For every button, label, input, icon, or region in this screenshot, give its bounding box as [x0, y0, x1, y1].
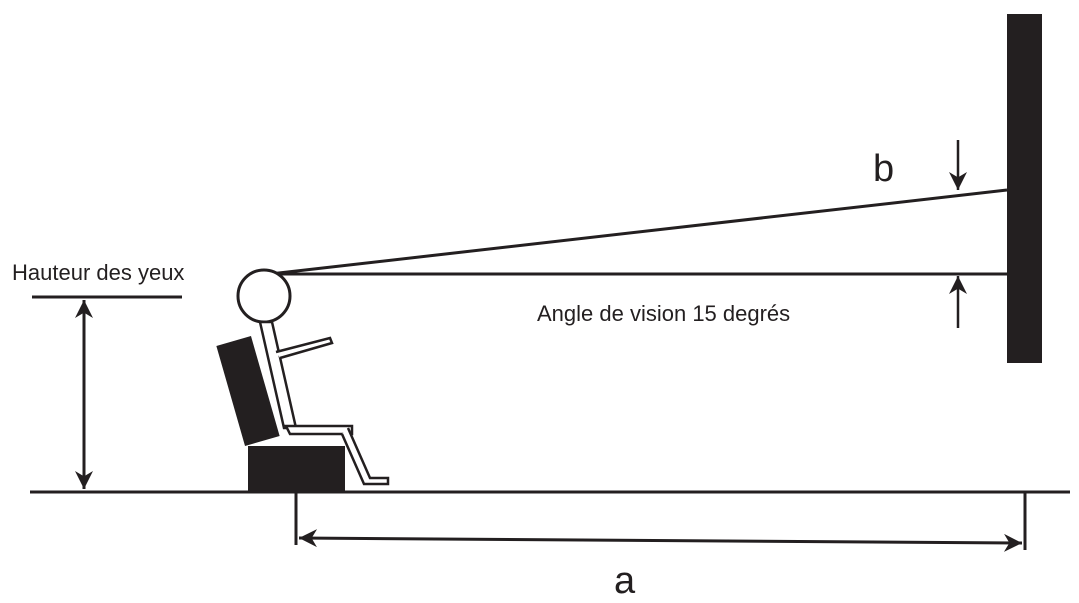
viewing-angle-label: Angle de vision 15 degrés	[537, 301, 791, 326]
viewer-arm	[275, 336, 334, 360]
screen	[1007, 14, 1042, 363]
seated-viewer	[216, 268, 390, 492]
eye-height-label: Hauteur des yeux	[12, 260, 185, 285]
viewer-leg	[340, 427, 390, 486]
chair-seat	[248, 446, 345, 492]
viewing-distance-label: a	[614, 560, 636, 602]
screen-height-label: b	[873, 148, 895, 190]
sight-line-angled	[269, 188, 1008, 276]
chair-backrest	[216, 336, 280, 446]
distance-arrow	[298, 529, 1023, 552]
viewer-head	[236, 268, 292, 324]
viewer-thigh	[283, 424, 354, 436]
